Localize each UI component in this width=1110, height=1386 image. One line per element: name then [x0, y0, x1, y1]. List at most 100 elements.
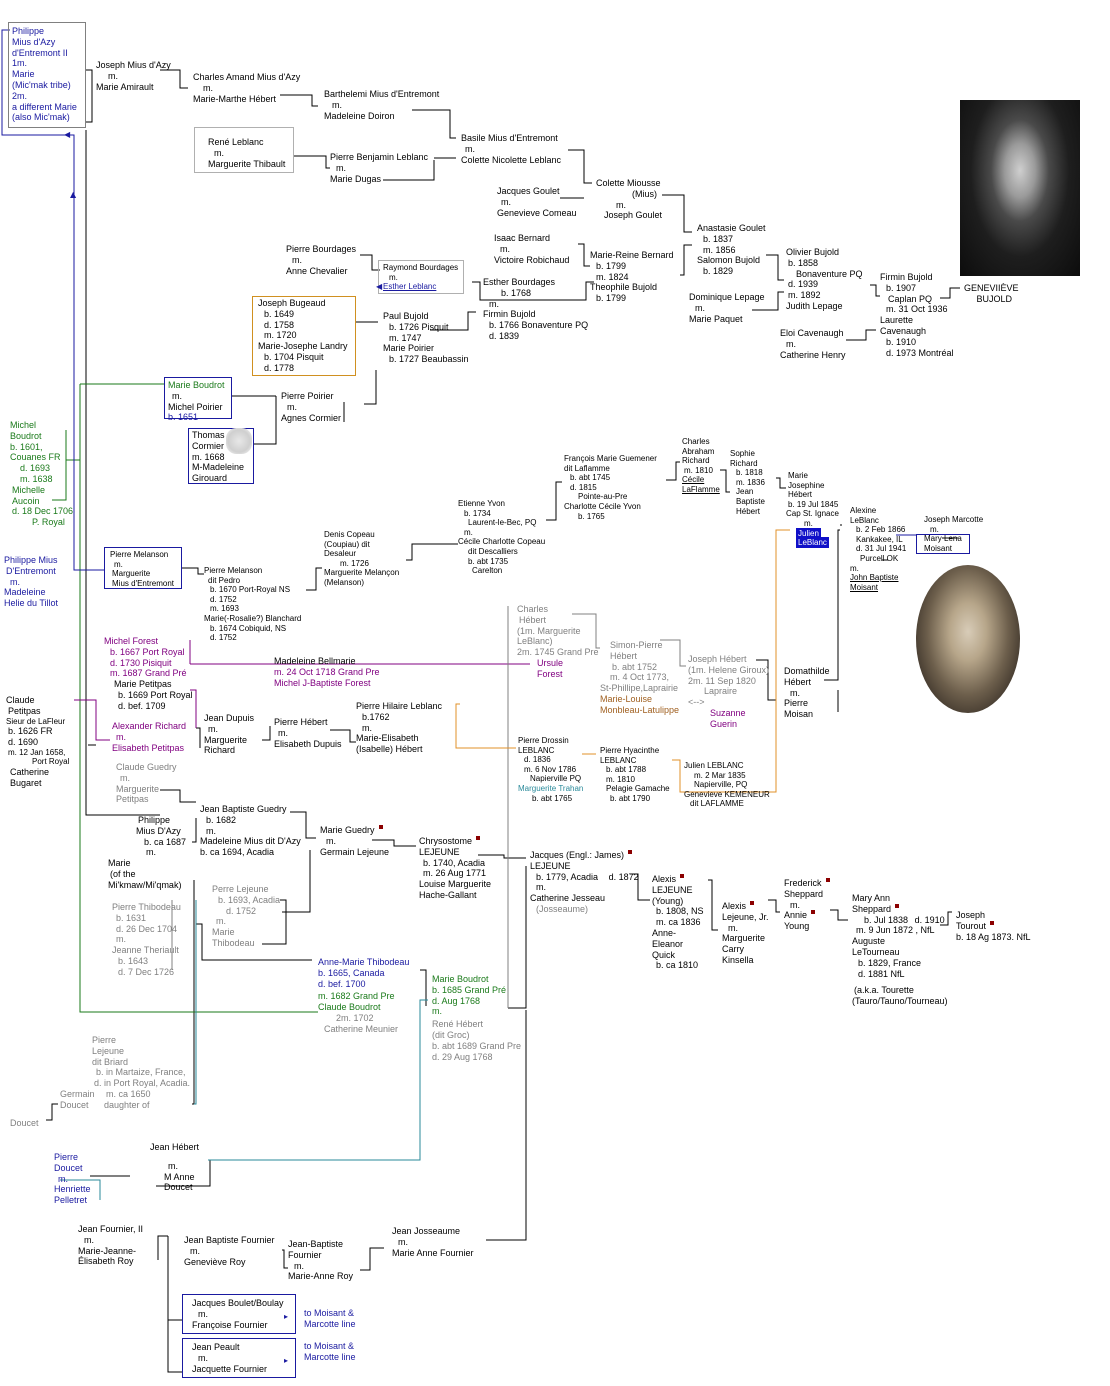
dog-sketch-icon [226, 428, 252, 454]
marker-icon [811, 910, 816, 915]
box-philippe-mius [8, 22, 86, 128]
portrait-photo-genevieve [960, 100, 1080, 276]
marker-icon [990, 920, 995, 925]
box-joseph-bugeaud [252, 296, 356, 376]
marker-icon [378, 825, 383, 829]
box-jacques-boulet [182, 1294, 296, 1334]
marker-icon [476, 836, 481, 840]
box-raymond-bourdages [378, 260, 464, 294]
link-to-moisant-line-2[interactable]: to Moisant &Marcotte line [304, 1341, 356, 1362]
box-mary-lena [916, 534, 970, 554]
box-jean-peault [182, 1338, 296, 1378]
marker-icon [628, 850, 633, 854]
pointer-arrow-icon: ◀ [64, 130, 71, 139]
node-doucet: Doucet [10, 1118, 39, 1128]
pointer-arrow-icon: ◀ [376, 282, 383, 291]
marker-icon [895, 903, 900, 908]
box-thomas-cormier [188, 428, 254, 484]
node-colette-miousse: Colette Miousse(Mius)m.Joseph Goulet [596, 178, 663, 221]
box-marie-boudrot [164, 377, 232, 419]
marker-icon [750, 901, 755, 905]
marker-icon [825, 878, 830, 882]
pointer-arrow-icon: ▲ [70, 190, 77, 199]
link-to-moisant-line-1[interactable]: to Moisant &Marcotte line [304, 1308, 356, 1329]
box-rene-leblanc [194, 127, 294, 173]
pointer-arrow-icon: ▸ [284, 1312, 289, 1321]
portrait-photo-alexine [916, 565, 1020, 713]
node-joseph-hebert-1820: Joseph Hébert(1m. Helene Giroux)2m. 11 S… [688, 654, 770, 729]
